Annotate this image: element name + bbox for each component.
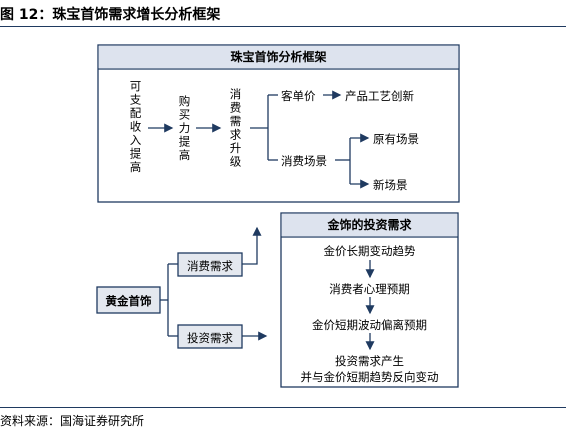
step-inverse-movement: 并与金价短期趋势反向变动 <box>300 370 439 384</box>
step-investment-arise: 投资需求产生 <box>335 354 404 368</box>
node-product-innovation: 产品工艺创新 <box>345 89 414 103</box>
node-new-scene: 新场景 <box>373 178 408 192</box>
node-existing-scene: 原有场景 <box>373 132 419 146</box>
node-consumer-demand: 消费需求 <box>187 259 233 273</box>
bottom-divider <box>0 407 566 408</box>
framework-box <box>97 44 460 203</box>
step-consumer-expectation: 消费者心理预期 <box>329 282 410 296</box>
gold-box-title: 金饰的投资需求 <box>327 218 412 232</box>
node-gold-jewelry: 黄金首饰 <box>105 294 152 308</box>
node-consumption-upgrade: 消费需求升级 <box>228 88 243 169</box>
node-unit-price: 客单价 <box>281 89 316 103</box>
node-investment-demand: 投资需求 <box>187 331 233 345</box>
node-disposable-income: 可支配收入提高 <box>128 80 143 175</box>
step-short-term-deviation: 金价短期波动偏离预期 <box>312 318 427 332</box>
node-root-box <box>96 286 161 314</box>
node-invest-box <box>177 324 243 349</box>
arrow-consume-up <box>242 226 262 265</box>
node-purchasing-power: 购买力提高 <box>177 95 192 163</box>
gold-investment-box <box>280 212 459 388</box>
step-long-term-trend: 金价长期变动趋势 <box>323 244 416 258</box>
framework-title: 珠宝首饰分析框架 <box>230 50 327 64</box>
node-consumption-scene: 消费场景 <box>281 154 327 168</box>
top-divider <box>0 26 566 27</box>
node-consume-box <box>177 252 243 277</box>
figure-source: 资料来源：国海证券研究所 <box>0 414 145 428</box>
figure-title: 图 12：珠宝首饰需求增长分析框架 <box>0 7 221 23</box>
